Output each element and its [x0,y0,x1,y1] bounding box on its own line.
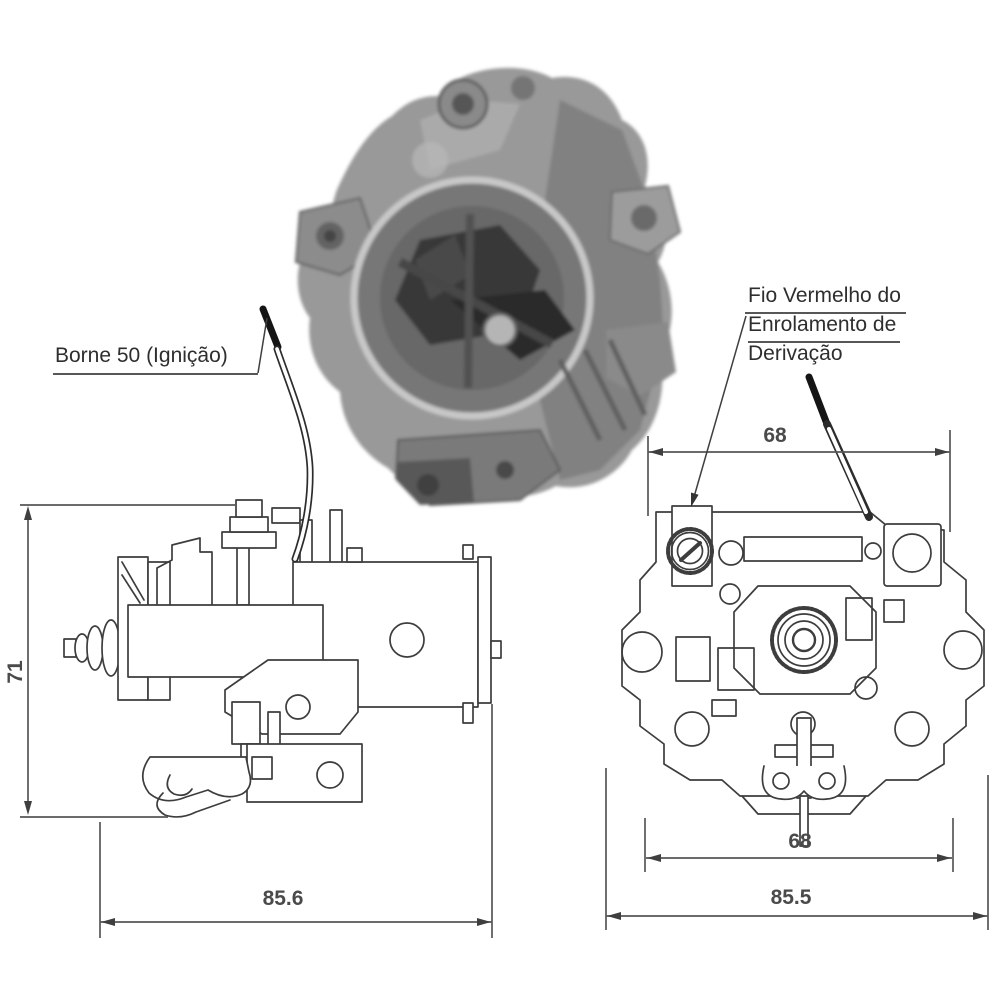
front-plunger-boss [733,585,877,695]
callout-fio-leader [691,315,747,505]
front-top-right-block [864,523,942,587]
photo-bore-contact-3 [415,235,470,300]
dim-side-height [20,504,235,818]
photo-bottom-bolt [417,474,439,496]
photo-fin [582,348,628,432]
ignition-wire-core [275,347,312,561]
ignition-wire-tip [259,305,282,351]
photo-fin [557,358,603,442]
dimension-annotations [20,430,989,938]
front-plunger-pin [761,717,847,847]
callout-borne50-text: Borne 50 (Ignição) [55,344,228,367]
photo-top-stud [511,76,535,100]
side-foot-bracket [141,756,252,818]
photo-fin [607,338,648,417]
photo-spoke [397,258,555,348]
dim-front-width-top [647,430,951,532]
dim-front-width-bottom [644,818,954,872]
dim-value-68-bottom: 68 [788,830,812,853]
photo-bore-bolt [482,312,518,348]
front-small-circle-top [718,540,744,566]
photo-left-screw-slot [324,230,336,242]
solenoid-photo [294,67,682,507]
photo-highlight-spot [412,142,448,178]
front-view-drawing [621,505,985,847]
photo-top-screw-head [452,93,474,115]
callout-fio-line1: Fio Vermelho do [748,284,901,307]
front-shunt-terminal [666,505,714,587]
dim-value-71: 71 [4,660,27,684]
side-cylinder-hole [389,622,425,658]
photo-spoke [464,213,474,389]
photo-right-lower-tab [606,322,676,396]
photo-bottom-bolt2 [496,461,514,479]
wires [259,305,873,563]
dim-value-68-top: 68 [763,424,787,447]
callout-fio-line2: Enrolamento de [748,313,896,336]
front-mounting-ears [621,630,983,747]
callout-fio-arrowhead [691,492,699,507]
shunt-wire-tip [805,373,831,428]
dim-front-width-overall [605,768,989,930]
callout-borne50: Borne 50 (Ignição) [53,317,268,375]
side-view-drawing [63,499,502,818]
shunt-wire-core [827,427,868,514]
dim-value-85-5: 85.5 [771,886,812,909]
dim-side-width [99,704,493,938]
callout-fio-line3: Derivação [748,342,843,365]
dim-value-85-6: 85.6 [263,887,304,910]
front-top-bar [743,536,863,562]
photo-right-screw [631,205,657,231]
callout-fio-vermelho: Fio Vermelho do Enrolamento de Derivação [691,284,906,507]
side-terminal-stud [63,619,121,677]
side-bottom-plate [246,743,363,803]
